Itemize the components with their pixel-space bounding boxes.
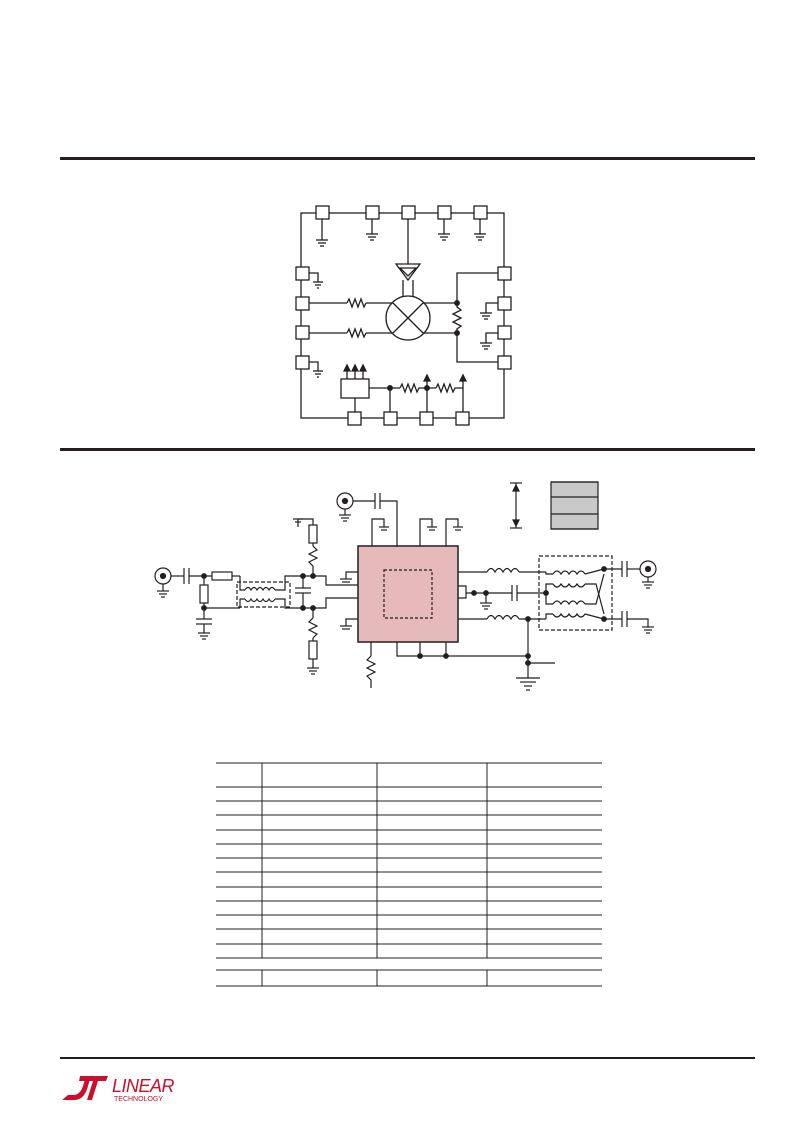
input-bias-network bbox=[293, 518, 358, 675]
ground-icon bbox=[480, 302, 498, 350]
lt-logo-icon bbox=[62, 1076, 108, 1100]
logo-wordmark: LINEAR bbox=[112, 1076, 175, 1096]
ground-icon bbox=[316, 219, 486, 247]
output-network bbox=[458, 567, 549, 622]
rf-input-connector bbox=[154, 567, 240, 640]
input-balun bbox=[236, 575, 303, 609]
bias-block bbox=[340, 363, 400, 412]
ground-icon bbox=[309, 272, 323, 378]
table bbox=[216, 762, 602, 987]
amplifier-icon bbox=[394, 219, 422, 298]
layer-stack bbox=[510, 481, 599, 530]
exposed-pad bbox=[383, 569, 433, 619]
output-balun bbox=[538, 555, 613, 631]
bottom-pins bbox=[347, 411, 470, 426]
left-pins bbox=[295, 266, 310, 370]
lo-input-connector bbox=[336, 492, 398, 546]
ground-icon bbox=[371, 518, 463, 546]
application-circuit bbox=[154, 481, 657, 691]
middle-rule bbox=[60, 448, 755, 451]
linear-technology-logo: LINEAR TECHNOLOGY bbox=[62, 1076, 175, 1103]
resistor-icon bbox=[387, 373, 468, 412]
if-output-connector bbox=[604, 560, 657, 634]
resistor-icon bbox=[451, 303, 463, 333]
top-rule bbox=[60, 157, 755, 160]
block-diagram bbox=[295, 205, 512, 426]
footer-rule bbox=[60, 1057, 755, 1059]
resistor-icon bbox=[309, 297, 393, 339]
chip-bottom-connections bbox=[365, 618, 555, 691]
mixer-icon bbox=[385, 295, 431, 341]
logo-subtext: TECHNOLOGY bbox=[114, 1096, 163, 1103]
